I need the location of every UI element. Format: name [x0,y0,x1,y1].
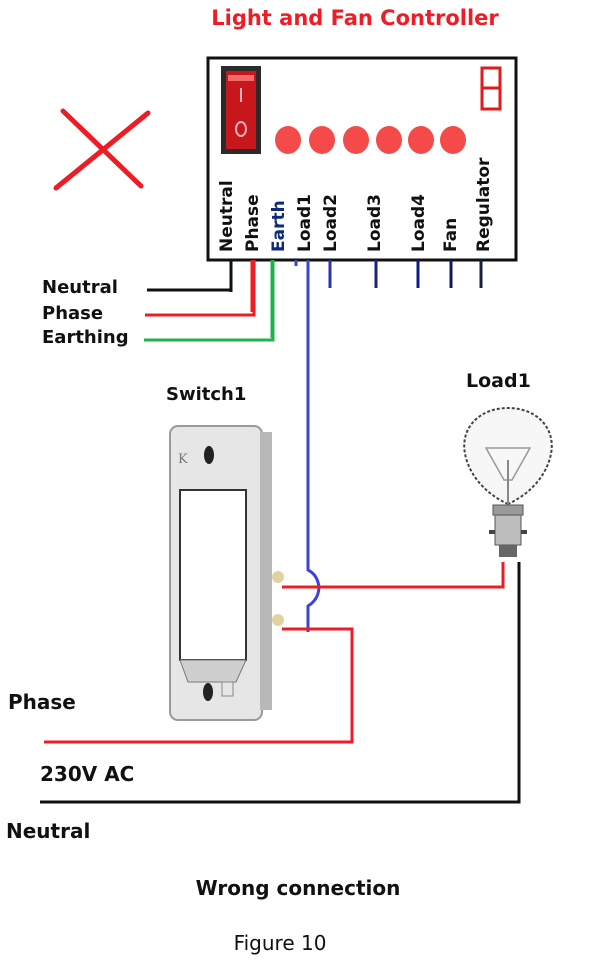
rocker-switch-icon[interactable] [221,66,261,154]
bulb-icon [463,406,553,557]
diagram-title: Light and Fan Controller [211,6,499,30]
load1-label: Load1 [466,370,531,392]
terminal-stubs [229,260,483,338]
led-indicator [275,126,301,154]
supply-label-earthing: Earthing [42,327,129,348]
mains-voltage-label: 230V AC [40,762,135,786]
switch1-label: Switch1 [166,384,247,405]
wrong-cross-icon [53,108,151,191]
mains-phase-wire [44,627,354,744]
led-row [275,126,466,154]
mains-neutral-label: Neutral [6,819,91,843]
terminal-label-load4: Load4 [409,194,429,252]
earth-supply-wire [144,260,275,342]
seven-segment-display-icon [480,66,502,111]
terminal-label-load2: Load2 [321,194,341,252]
mains-neutral-wire [40,562,521,804]
led-indicator [343,126,369,154]
neutral-supply-wire [147,260,233,292]
terminal-label-fan: Fan [441,217,461,252]
led-indicator [408,126,434,154]
led-indicator [440,126,466,154]
svg-text:K: K [178,452,188,467]
terminal-label-phase: Phase [243,194,263,252]
figure-label: Figure 10 [233,931,327,955]
terminal-label-regulator: Regulator [474,157,494,252]
supply-label-neutral: Neutral [42,277,118,298]
mains-phase-label: Phase [8,690,76,714]
caption: Wrong connection [195,876,401,900]
terminal-label-neutral: Neutral [217,180,237,252]
phase-supply-wire [145,260,256,317]
led-indicator [309,126,335,154]
switched-phase-wire [282,562,505,589]
load1-wire [306,260,321,632]
terminal-label-load1: Load1 [295,194,315,252]
switch1-icon[interactable]: K [169,425,284,721]
supply-label-phase: Phase [42,303,104,324]
led-indicator [376,126,402,154]
terminal-label-earth: Earth [269,200,289,252]
terminal-label-load3: Load3 [365,194,385,252]
